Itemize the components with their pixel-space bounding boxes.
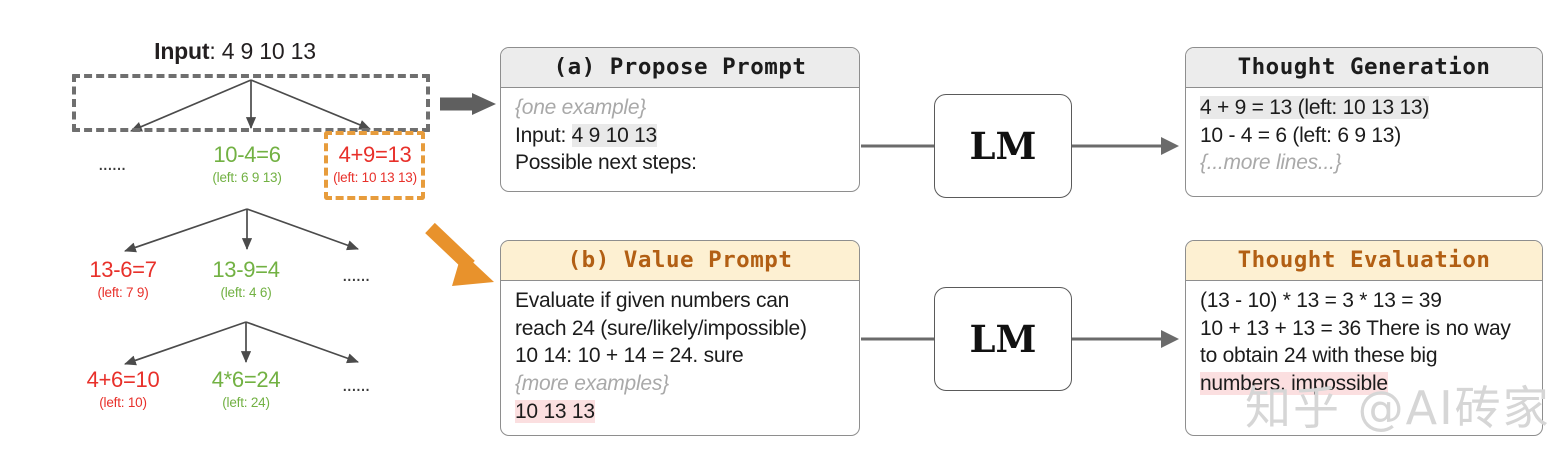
tree-node-13-6-7[interactable]: 13-6=7 (left: 7 9)	[54, 259, 192, 300]
value-prompt-line-1: Evaluate if given numbers can	[515, 289, 790, 312]
value-prompt-line-5: 10 13 13	[515, 398, 848, 426]
ellipsis-level3: ......	[342, 374, 370, 396]
thought-evaluation-line-2: 10 + 13 + 13 = 36 There is no way	[1200, 316, 1511, 340]
propose-prompt-line-2: Input: 4 9 10 13	[515, 122, 848, 150]
node-expression: 4*6=24	[211, 367, 281, 392]
tree-node-10-4-6[interactable]: 10-4=6 (left: 6 9 13)	[176, 144, 318, 185]
value-prompt-header: (b) Value Prompt	[501, 241, 859, 281]
propose-prompt-line-3: Possible next steps:	[515, 151, 697, 175]
node-remaining: (left: 24)	[222, 395, 270, 410]
thought-generation-line-2: 10 - 4 = 6 (left: 6 9 13)	[1200, 123, 1401, 147]
ellipsis-level1: ......	[98, 153, 126, 175]
node-remaining: (left: 6 9 13)	[212, 170, 282, 185]
propose-prompt-card: (a) Propose Prompt {one example} Input: …	[500, 47, 860, 192]
value-prompt-line-2: reach 24 (sure/likely/impossible)	[515, 316, 807, 340]
node-expression: 13-9=4	[212, 257, 280, 282]
tree-node-13-9-4[interactable]: 13-9=4 (left: 4 6)	[177, 259, 315, 300]
node-expression: 10-4=6	[213, 142, 281, 167]
value-prompt-line-4: {more examples}	[515, 372, 669, 396]
propose-prompt-body: {one example} Input: 4 9 10 13 Possible …	[501, 88, 859, 185]
tree-input-value: : 4 9 10 13	[209, 38, 316, 64]
node-remaining: (left: 7 9)	[97, 285, 149, 300]
thought-evaluation-line-4: numbers. impossible	[1200, 370, 1531, 398]
thought-evaluation-verdict: numbers. impossible	[1200, 372, 1388, 396]
value-prompt-line-3: 10 14: 10 + 14 = 24. sure	[515, 344, 744, 368]
node-remaining: (left: 10 13 13)	[333, 170, 417, 185]
propose-prompt-input-label: Input:	[515, 123, 572, 147]
node-remaining: (left: 4 6)	[220, 285, 272, 300]
ellipsis-level2: ......	[342, 264, 370, 286]
selected-thought-box[interactable]	[324, 131, 425, 200]
lm-label: LM	[969, 124, 1037, 168]
thought-evaluation-line-3: to obtain 24 with these big	[1200, 344, 1438, 368]
node-expression: 4+6=10	[86, 367, 160, 392]
tree-node-4-9-13[interactable]: 4+9=13 (left: 10 13 13)	[306, 144, 444, 185]
tree-node-4-6-10[interactable]: 4+6=10 (left: 10)	[54, 369, 192, 410]
value-prompt-candidate: 10 13 13	[515, 399, 595, 423]
thought-generation-body: 4 + 9 = 13 (left: 10 13 13) 10 - 4 = 6 (…	[1186, 88, 1542, 185]
thought-evaluation-body: (13 - 10) * 13 = 3 * 13 = 39 10 + 13 + 1…	[1186, 281, 1542, 406]
node-remaining: (left: 10)	[99, 395, 147, 410]
tree-input-label: Input	[154, 38, 210, 64]
propose-prompt-input-value: 4 9 10 13	[571, 123, 657, 147]
lm-box-propose[interactable]: LM	[934, 94, 1072, 198]
lm-box-value[interactable]: LM	[934, 287, 1072, 391]
lm-label: LM	[969, 317, 1037, 361]
propose-prompt-header: (a) Propose Prompt	[501, 48, 859, 88]
thought-generation-line-1: 4 + 9 = 13 (left: 10 13 13)	[1200, 94, 1531, 122]
thought-evaluation-header: Thought Evaluation	[1186, 241, 1542, 281]
propose-prompt-line-1: {one example}	[515, 96, 647, 119]
thought-generation-header: Thought Generation	[1186, 48, 1542, 88]
search-tree-panel: Input: 4 9 10 13 ...... 10-4=6 (left: 6 …	[0, 0, 470, 457]
tree-node-4x6-24[interactable]: 4*6=24 (left: 24)	[177, 369, 315, 410]
node-expression: 13-6=7	[89, 257, 157, 282]
thought-evaluation-card: Thought Evaluation (13 - 10) * 13 = 3 * …	[1185, 240, 1543, 436]
node-expression: 4+9=13	[338, 142, 412, 167]
value-prompt-card: (b) Value Prompt Evaluate if given numbe…	[500, 240, 860, 436]
thought-generation-line-3: {...more lines...}	[1200, 151, 1342, 175]
root-expansion-box	[72, 74, 430, 132]
thought-generation-card: Thought Generation 4 + 9 = 13 (left: 10 …	[1185, 47, 1543, 197]
thought-generation-selected-thought: 4 + 9 = 13 (left: 10 13 13)	[1200, 96, 1430, 119]
value-prompt-body: Evaluate if given numbers can reach 24 (…	[501, 281, 859, 434]
thought-evaluation-line-1: (13 - 10) * 13 = 3 * 13 = 39	[1200, 289, 1442, 312]
tree-input-title: Input: 4 9 10 13	[0, 38, 470, 65]
